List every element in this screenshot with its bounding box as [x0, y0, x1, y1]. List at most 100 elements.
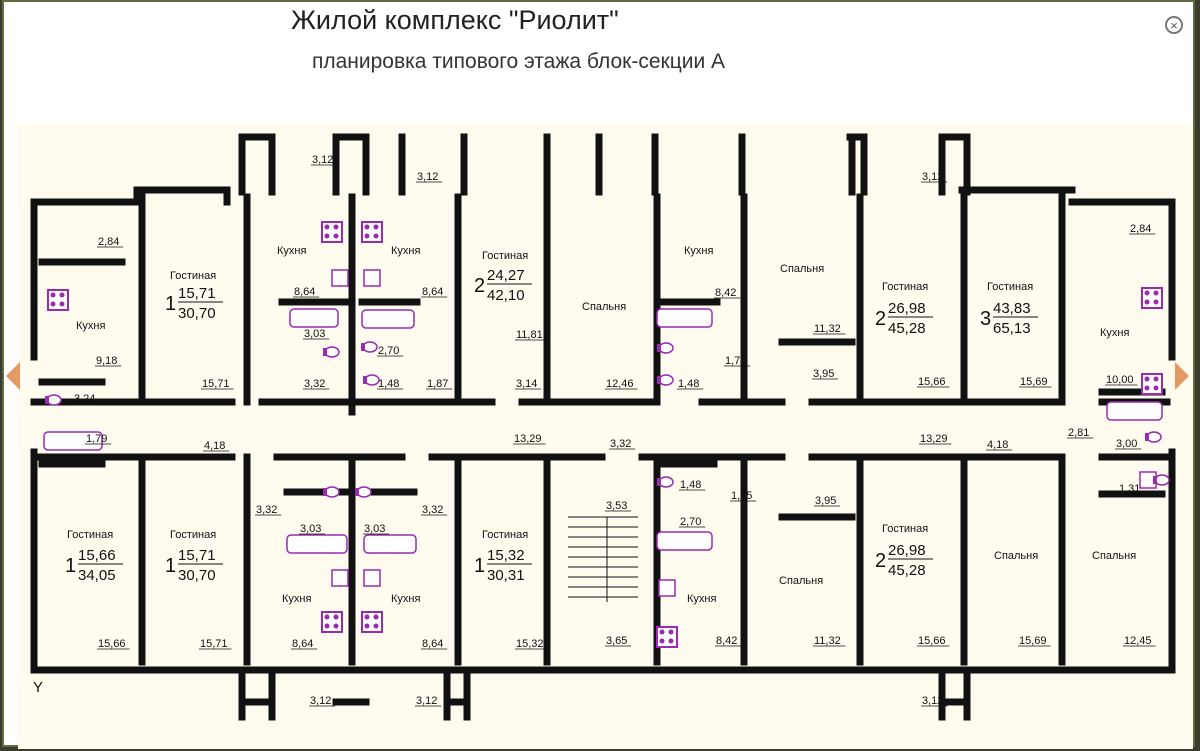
apartment-rooms: 1: [474, 555, 485, 577]
sink-icon: [658, 579, 676, 597]
area-label: 8,64: [422, 638, 443, 650]
apartment-total-area: 34,05: [78, 567, 116, 584]
area-label: 3,00: [1116, 438, 1137, 450]
area-label: 15,71: [200, 638, 228, 650]
area-label: 15,32: [516, 638, 544, 650]
room-name-kitchen: Кухня: [76, 320, 105, 332]
bathtub-icon: [289, 308, 339, 328]
area-label: 3,03: [304, 328, 325, 340]
stove-icon: [361, 221, 383, 243]
toilet-icon: [1153, 474, 1170, 486]
room-name-living: Гостиная: [882, 281, 928, 293]
bathtub-icon: [656, 308, 713, 328]
stove-icon: [321, 611, 343, 633]
stove-icon: [1141, 373, 1163, 395]
area-label: 11,32: [814, 323, 841, 335]
area-label: 15,69: [1019, 635, 1047, 647]
area-label: 8,64: [294, 286, 315, 298]
area-label: 3,12: [922, 695, 943, 707]
toilet-icon: [323, 486, 340, 498]
fixtures: [43, 221, 1170, 648]
area-label: 15,66: [918, 376, 946, 388]
area-label: 12,46: [606, 378, 634, 390]
toilet-icon: [657, 476, 674, 488]
apartment-living-area: 26,98: [888, 542, 926, 559]
sink-icon: [363, 269, 381, 287]
toilet-icon: [657, 374, 674, 386]
close-icon: ×: [1170, 17, 1178, 33]
area-label: 1,75: [725, 355, 746, 367]
area-label: 9,18: [96, 355, 117, 367]
area-label: 1,31: [1119, 483, 1140, 495]
apartment-living-area: 26,98: [888, 300, 926, 317]
stove-icon: [321, 221, 343, 243]
room-name-living: Гостиная: [882, 523, 928, 535]
room-name-kitchen: Кухня: [391, 593, 420, 605]
apartment-total-area: 42,10: [487, 287, 525, 304]
area-label: 4,18: [204, 440, 225, 452]
area-label: 1,48: [678, 378, 699, 390]
apartment-living-area: 15,66: [78, 547, 116, 564]
toilet-icon: [323, 346, 340, 358]
apartment-living-area: 24,27: [487, 267, 525, 284]
page-title: Жилой комплекс "Риолит": [291, 5, 619, 35]
apartment-total-area: 45,28: [888, 562, 926, 579]
apartment-total-area: 30,31: [487, 567, 525, 584]
room-name-living: Гостиная: [170, 270, 216, 282]
toilet-icon: [45, 394, 62, 406]
apartment-rooms: 3: [980, 308, 991, 330]
apartment-rooms: 1: [165, 555, 176, 577]
apartment-living-area: 15,71: [178, 547, 216, 564]
area-label: 15,69: [1020, 376, 1048, 388]
stove-icon: [47, 289, 69, 311]
bathtub-icon: [1106, 401, 1163, 421]
room-name-bedroom: Спальня: [582, 301, 626, 313]
area-label: 1,75: [731, 490, 752, 502]
area-label: 4,18: [987, 439, 1008, 451]
area-label: 1,48: [378, 378, 399, 390]
apartment-rooms: 1: [65, 555, 76, 577]
area-label: 2,84: [98, 236, 119, 248]
area-label: 3,32: [304, 378, 325, 390]
staircase: [568, 516, 638, 602]
area-label: 1,87: [427, 378, 448, 390]
axis-label: Y: [33, 679, 43, 696]
area-label: 3,12: [922, 171, 943, 183]
bathtub-icon: [656, 531, 713, 551]
next-plan-button[interactable]: [1175, 362, 1189, 390]
room-name-bedroom: Спальня: [780, 263, 824, 275]
area-label: 1,48: [680, 479, 701, 491]
room-name-kitchen: Кухня: [1100, 327, 1129, 339]
area-label: 15,66: [98, 638, 126, 650]
room-name-bedroom: Спальня: [1092, 550, 1136, 562]
area-label: 8,42: [715, 287, 736, 299]
close-button[interactable]: ×: [1165, 16, 1183, 34]
area-label: 2,70: [378, 345, 399, 357]
area-label: 3,12: [312, 154, 333, 166]
room-name-kitchen: Кухня: [277, 245, 306, 257]
room-name-living: Гостиная: [482, 250, 528, 262]
apartment-living-area: 15,32: [487, 547, 525, 564]
toilet-icon: [361, 341, 378, 353]
area-label: 11,32: [814, 635, 841, 647]
bathtub-icon: [43, 431, 103, 451]
area-label: 8,64: [422, 286, 443, 298]
room-name-bedroom: Спальня: [994, 550, 1038, 562]
area-label: 3,95: [815, 495, 836, 507]
walls: [30, 133, 1176, 721]
area-label: 10,00: [1106, 374, 1134, 386]
area-label: 3,65: [606, 635, 627, 647]
toilet-icon: [657, 342, 674, 354]
previous-plan-button[interactable]: [6, 362, 20, 390]
apartment-rooms: 2: [474, 275, 485, 297]
apartment-total-area: 65,13: [993, 320, 1031, 337]
area-label: 3,32: [610, 438, 631, 450]
area-label: 3,53: [606, 500, 627, 512]
apartment-total-area: 30,70: [178, 305, 216, 322]
area-label: 3,95: [813, 368, 834, 380]
area-label: 3,03: [364, 523, 385, 535]
area-label: 3,12: [310, 695, 331, 707]
room-name-living: Гостиная: [987, 281, 1033, 293]
